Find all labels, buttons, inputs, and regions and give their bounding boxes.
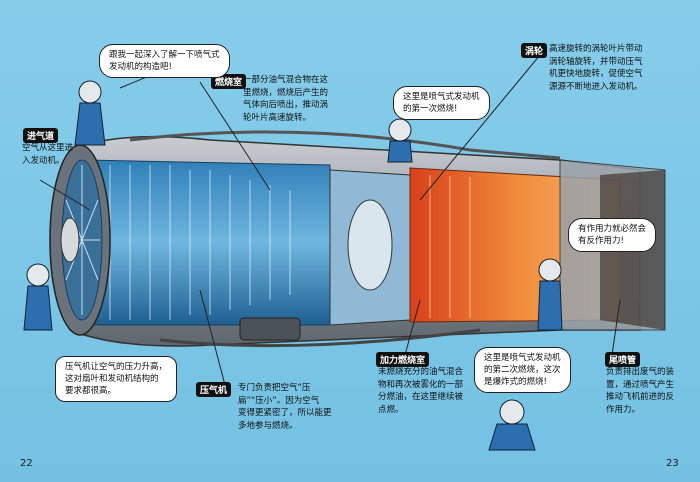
inlet-description: 空气从这里进 入发动机。 <box>22 143 74 166</box>
inlet-cone <box>60 217 80 263</box>
speech-bubble-intro: 跟我一起深入了解一下喷气式 发动机的构造吧! <box>99 44 230 78</box>
page-number-right: 23 <box>666 458 679 469</box>
inlet-tag: 进气道 <box>23 128 59 143</box>
speech-bubble-second-burn: 这里是喷气式发动机 的第二次燃烧，这次 是爆炸式的燃烧! <box>474 347 571 393</box>
afterburner-tag: 加力燃烧室 <box>376 352 430 367</box>
accessory-gearbox <box>239 317 301 341</box>
compressor-tag: 压气机 <box>196 382 232 397</box>
combustor-description: 一部分油气混合物在这 里燃烧，燃烧后产生的 气体向后喷出，推动涡 轮叶片高速旋转… <box>243 75 329 123</box>
nozzle-tag: 尾喷管 <box>605 352 641 367</box>
page-number-left: 22 <box>20 458 33 469</box>
turbine-tag: 涡轮 <box>521 43 548 58</box>
turbine-description: 高速旋转的涡轮叶片带动 涡轮轴旋转，并带动压气 机更快地旋转，促使空气 源源不断… <box>549 44 643 92</box>
compressor-description: 专门负责把空气“压 扁”“压小”。因为空气 变得更紧密了，所以能更 多地参与燃烧… <box>238 383 332 431</box>
speech-bubble-first-burn: 这里是喷气式发动机 的第一次燃烧! <box>393 86 490 120</box>
nozzle-description: 负责排出废气的装 置，通过喷气产生 推动飞机前进的反 作用力。 <box>606 367 675 415</box>
speech-bubble-compressor-note: 压气机让空气的压力升高， 这对扇叶和发动机结构的 要求都很高。 <box>55 356 178 402</box>
pilot-avatar <box>23 80 563 451</box>
speech-bubble-reaction: 有作用力就必然会 有反作用力! <box>568 218 657 252</box>
combustor-tag: 燃烧室 <box>211 74 247 89</box>
afterburner-description: 未燃烧充分的油气混合 物和再次被雾化的一部 分燃油，在这里继续被 点燃。 <box>378 367 464 415</box>
